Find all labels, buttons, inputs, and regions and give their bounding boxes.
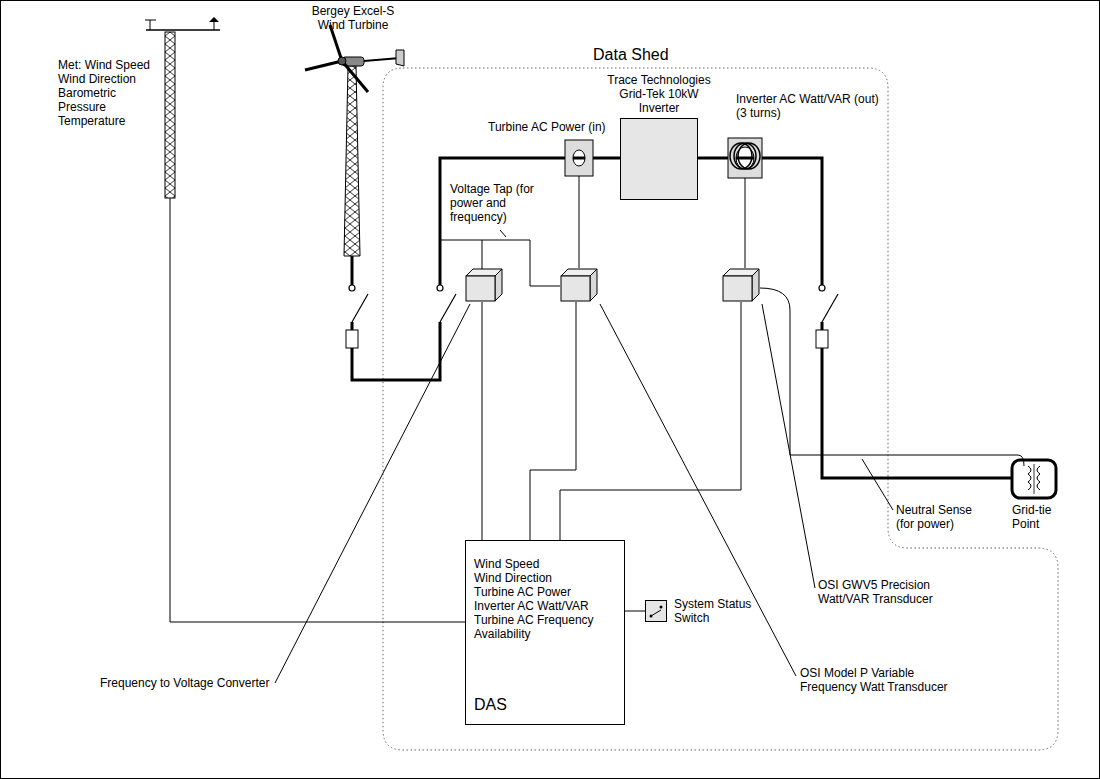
signal-name: Wind Direction — [474, 571, 616, 585]
converter-label: Frequency to Voltage Converter — [100, 676, 276, 690]
switch-symbol — [646, 601, 666, 621]
data-shed-region: Data ShedTrace Technologies Grid-Tek 10k… — [383, 68, 1060, 750]
inverter-title: Trace Technologies Grid-Tek 10kW Inverte… — [600, 73, 718, 115]
ct-label: Inverter AC Watt/VAR (out) (3 turns) — [736, 92, 886, 120]
wind-turbine — [305, 25, 404, 256]
grid-tie-label: Grid-tie Point — [1012, 503, 1072, 531]
transducer-box — [561, 269, 597, 301]
neutral-sense-label: Neutral Sense (for power) — [896, 503, 988, 531]
connector — [625, 611, 645, 612]
switch-label: System Status Switch — [674, 597, 758, 625]
transducer-box — [466, 269, 502, 301]
transducer-box — [723, 269, 759, 301]
signal-name: Availability — [474, 627, 616, 641]
met-label: Met: Wind Speed Wind Direction Barometri… — [58, 58, 164, 128]
voltage-tap-label: Voltage Tap (for power and frequency) — [450, 182, 550, 224]
leader-line — [275, 230, 893, 683]
fuse — [346, 330, 828, 348]
das-box: Wind SpeedWind DirectionTurbine AC Power… — [465, 540, 625, 725]
signal-name: Turbine AC Power — [474, 585, 616, 599]
signal-name: Wind Speed — [474, 557, 616, 571]
region-title: Data Shed — [593, 46, 669, 64]
das-title: DAS — [474, 686, 616, 714]
data-shed-outline — [383, 68, 1058, 750]
signal-name: Turbine AC Frequency — [474, 613, 616, 627]
status-switch-box: System Status Switch — [645, 600, 667, 622]
met-tower — [145, 17, 220, 198]
transducer-label: OSI GWV5 Precision Watt/VAR Transducer — [818, 578, 936, 606]
turbine-label: Bergey Excel-S Wind Turbine — [297, 4, 409, 32]
ct-label: Turbine AC Power (in) — [488, 120, 616, 134]
transducer-label: OSI Model P Variable Frequency Watt Tran… — [800, 666, 950, 694]
grid-tie-transformer — [1012, 460, 1056, 498]
power-wire — [352, 158, 1014, 478]
signal-name: Inverter AC Watt/VAR — [474, 599, 616, 613]
inverter-box: Trace Technologies Grid-Tek 10kW Inverte… — [620, 118, 698, 200]
